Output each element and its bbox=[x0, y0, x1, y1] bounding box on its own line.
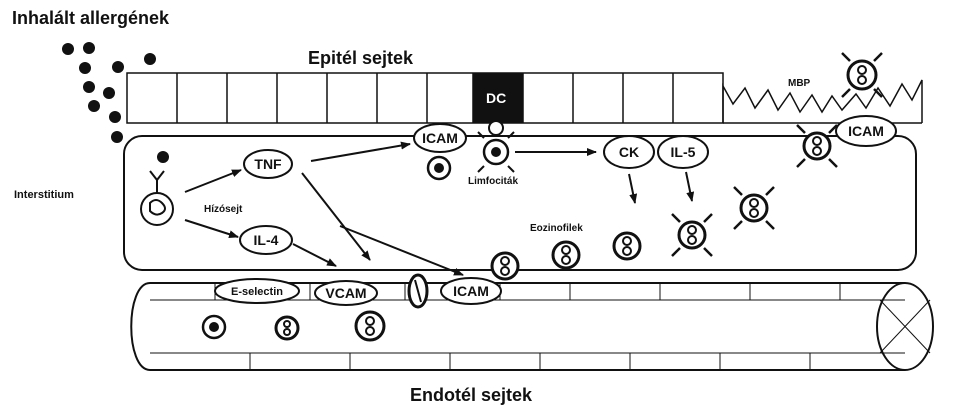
eosinophils bbox=[274, 59, 878, 342]
icam-right-marker bbox=[835, 115, 897, 147]
vessel-left-end bbox=[130, 282, 151, 371]
icam-top-label: ICAM bbox=[422, 130, 458, 146]
allergen-particle bbox=[79, 62, 91, 74]
pathway-arrows bbox=[184, 141, 695, 276]
mast-cell-label: Hízósejt bbox=[204, 204, 243, 215]
eosinophils-label: Eozinofilek bbox=[530, 223, 583, 234]
mast-cell bbox=[140, 151, 174, 226]
vcam-marker bbox=[314, 280, 378, 306]
e-selectin-label: E-selectin bbox=[231, 286, 283, 298]
ck-label: CK bbox=[619, 144, 639, 160]
vessel-lymphocyte bbox=[201, 314, 227, 340]
arrow-tnf-to-vcam bbox=[301, 172, 371, 261]
tnf-mediator bbox=[243, 149, 293, 179]
arrow-mast-to-tnf bbox=[184, 169, 242, 193]
eosinophil bbox=[551, 240, 581, 270]
arrow-mast-to-il4 bbox=[184, 219, 239, 239]
allergen-particle bbox=[111, 131, 123, 143]
il4-mediator bbox=[239, 225, 293, 255]
allergen-particle bbox=[109, 111, 121, 123]
allergen-particle bbox=[88, 100, 100, 112]
activated-lymphocyte bbox=[477, 120, 515, 173]
allergen-particle bbox=[144, 53, 156, 65]
tnf-label: TNF bbox=[254, 156, 282, 172]
lymphocyte bbox=[426, 155, 452, 181]
e-selectin-marker bbox=[214, 278, 300, 304]
dendritic-cell bbox=[473, 73, 523, 123]
arrow-to-icam-vessel bbox=[339, 225, 464, 276]
eosinophil bbox=[739, 193, 769, 223]
mast-cell-body bbox=[140, 192, 174, 226]
allergen-particle bbox=[83, 81, 95, 93]
arrow-tnf-to-icam bbox=[310, 141, 411, 162]
title-endothelial-cells: Endotél sejtek bbox=[410, 385, 533, 405]
icam-vessel-marker bbox=[440, 277, 502, 305]
lymphocytes-label: Limfociták bbox=[468, 176, 518, 187]
eosinophil bbox=[677, 220, 707, 250]
allergen-particle bbox=[103, 87, 115, 99]
arrow-il5-to-eosinophil bbox=[685, 171, 695, 202]
eosinophil-spikes bbox=[671, 52, 883, 257]
eosinophil bbox=[846, 59, 878, 91]
ck-mediator bbox=[603, 135, 655, 169]
allergen-particles bbox=[62, 42, 156, 143]
mbp-label: MBP bbox=[788, 78, 811, 89]
epithelial-band bbox=[126, 72, 724, 124]
interstitium-region bbox=[123, 135, 917, 271]
eosinophil-vessel bbox=[354, 310, 386, 342]
il4-label: IL-4 bbox=[254, 232, 279, 248]
title-epithelial-cells: Epitél sejtek bbox=[308, 48, 414, 68]
eosinophil-nuclei bbox=[283, 65, 868, 336]
eosinophil-vessel bbox=[274, 315, 300, 341]
ige-bound-allergen bbox=[157, 151, 169, 163]
vessel-right-opening bbox=[876, 282, 934, 371]
allergen-particle bbox=[62, 43, 74, 55]
arrow-il4-to-vcam bbox=[292, 243, 337, 267]
icam-top-marker bbox=[413, 123, 467, 153]
eosinophil bbox=[802, 131, 832, 161]
mast-cell-nucleus bbox=[149, 199, 166, 216]
icam-right-label: ICAM bbox=[848, 123, 884, 139]
il5-mediator bbox=[657, 135, 709, 169]
title-inhaled-allergens: Inhalált allergének bbox=[12, 8, 170, 28]
transmigrating-cell bbox=[407, 273, 429, 309]
vcam-label: VCAM bbox=[325, 285, 366, 301]
arrow-ck-to-eosinophil bbox=[628, 173, 638, 204]
eosinophil bbox=[490, 251, 520, 281]
eosinophil bbox=[612, 231, 642, 261]
icam-vessel-label: ICAM bbox=[453, 283, 489, 299]
dc-label: DC bbox=[486, 90, 506, 106]
allergen-particle bbox=[112, 61, 124, 73]
interstitium-label: Interstitium bbox=[14, 189, 74, 201]
epithelial-layer bbox=[126, 72, 923, 124]
il5-label: IL-5 bbox=[671, 144, 696, 160]
allergen-particle bbox=[83, 42, 95, 54]
damaged-epithelium bbox=[722, 79, 923, 123]
